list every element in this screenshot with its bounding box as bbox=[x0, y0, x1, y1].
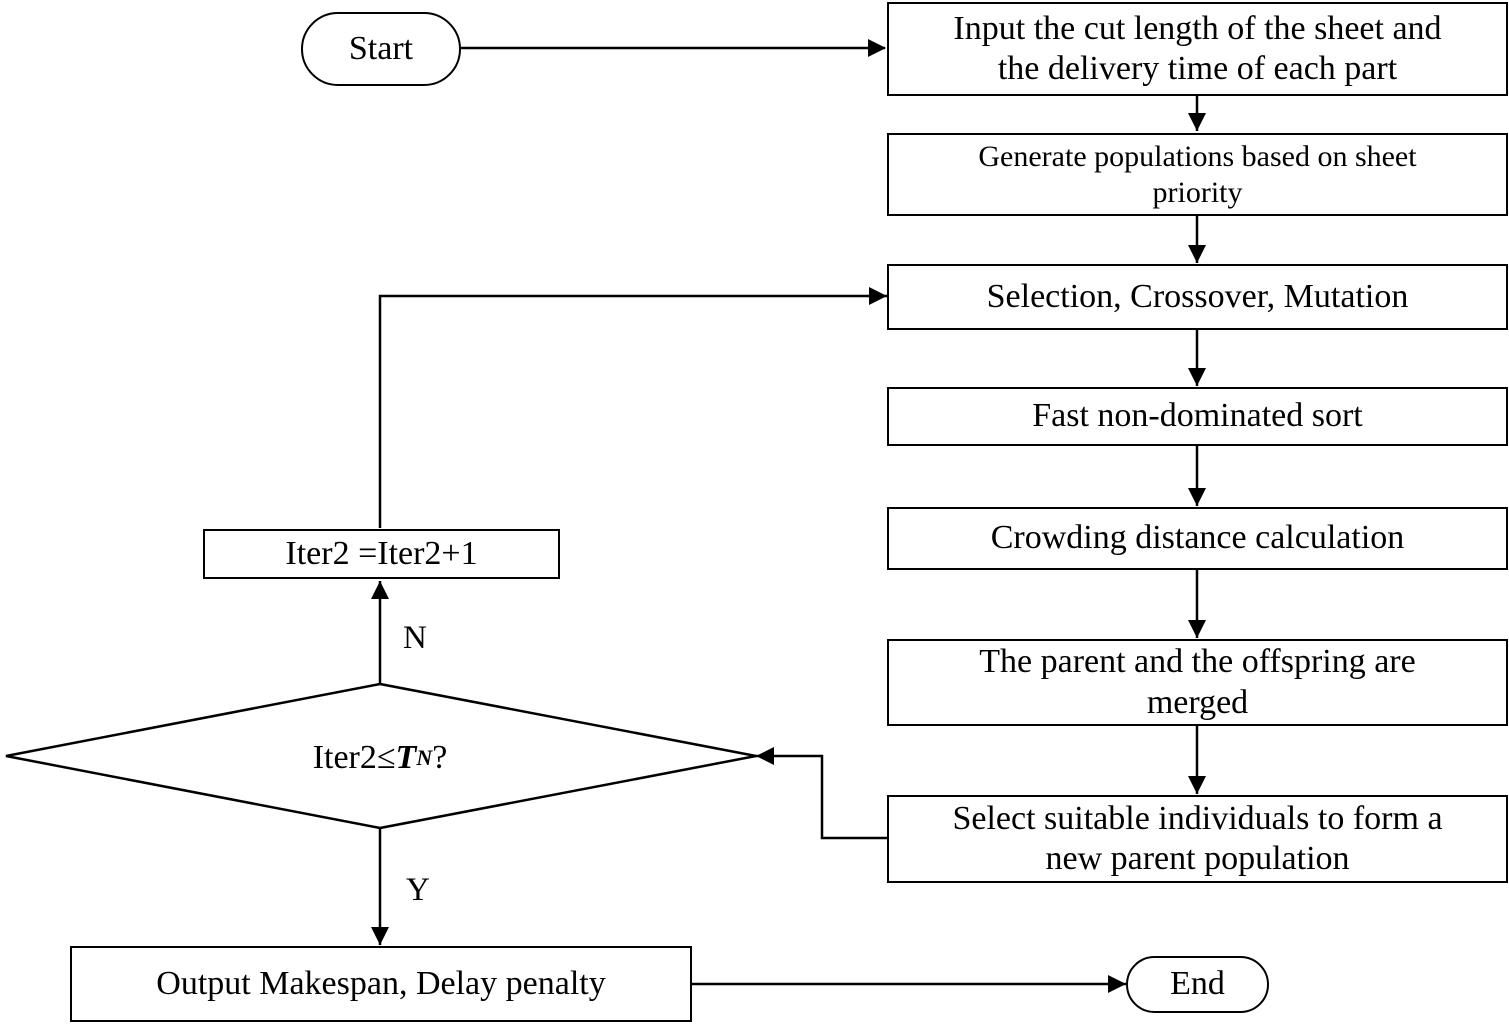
output-box: Output Makespan, Delay penalty bbox=[70, 946, 692, 1022]
selection-box: Selection, Crossover, Mutation bbox=[887, 264, 1508, 330]
input-line-2: the delivery time of each part bbox=[997, 50, 1398, 87]
input-line-1: Input the cut length of the sheet and bbox=[953, 9, 1442, 47]
merge-box: The parent and the offspring are merged bbox=[887, 639, 1508, 726]
iter-update-box: Iter2 =Iter2+1 bbox=[203, 529, 560, 579]
selection-label: Selection, Crossover, Mutation bbox=[986, 277, 1409, 315]
arrowhead bbox=[868, 39, 886, 57]
merge-line-1: The parent and the offspring are bbox=[979, 643, 1416, 681]
output-label: Output Makespan, Delay penalty bbox=[156, 964, 606, 1002]
crowding-label: Crowding distance calculation bbox=[990, 519, 1405, 557]
arrow-iter-to-selection bbox=[378, 294, 887, 528]
crowding-box: Crowding distance calculation bbox=[887, 507, 1508, 570]
decision-diamond bbox=[5, 682, 757, 830]
generate-line-1: Generate populations based on sheet bbox=[978, 139, 1417, 173]
select-line-2: new parent population bbox=[1045, 840, 1350, 877]
select-line-1: Select suitable individuals to form a bbox=[952, 799, 1443, 837]
arrow-select-to-decision bbox=[756, 754, 887, 840]
branch-label-yes: Y bbox=[406, 872, 430, 908]
branch-label-no: N bbox=[403, 620, 427, 656]
generate-box: Generate populations based on sheet prio… bbox=[887, 133, 1508, 216]
generate-line-2: priority bbox=[1152, 175, 1243, 209]
merge-line-2: merged bbox=[1146, 683, 1249, 721]
start-label: Start bbox=[348, 29, 414, 67]
input-box: Input the cut length of the sheet and th… bbox=[887, 2, 1508, 96]
decision-suffix: ? bbox=[432, 739, 448, 776]
sort-label: Fast non-dominated sort bbox=[1032, 397, 1363, 435]
end-label: End bbox=[1170, 965, 1225, 1003]
iter-update-label: Iter2 =Iter2+1 bbox=[285, 534, 478, 572]
start-terminal: Start bbox=[301, 12, 461, 86]
decision-var: T bbox=[395, 739, 417, 776]
decision-sub: N bbox=[416, 745, 433, 770]
decision-prefix: Iter2≤ bbox=[312, 739, 396, 776]
end-terminal: End bbox=[1126, 956, 1269, 1013]
select-box: Select suitable individuals to form a ne… bbox=[887, 795, 1508, 883]
sort-box: Fast non-dominated sort bbox=[887, 387, 1508, 446]
